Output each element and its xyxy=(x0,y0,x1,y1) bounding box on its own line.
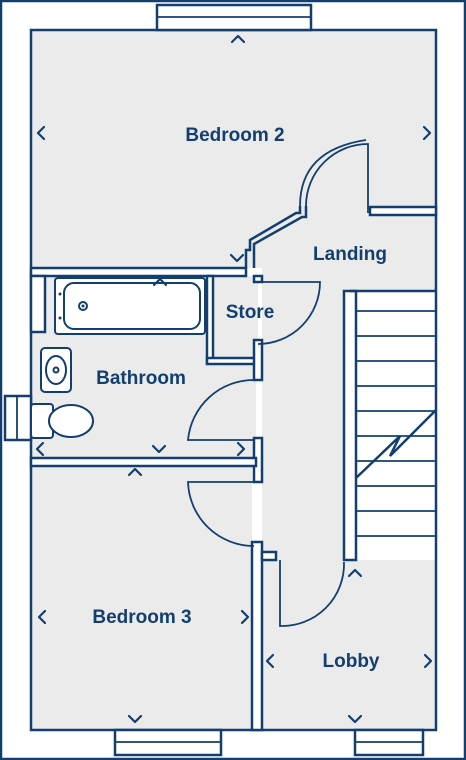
label-store: Store xyxy=(226,302,275,323)
chevron-up-icon xyxy=(347,568,363,578)
basin xyxy=(40,347,72,393)
floor-lobby xyxy=(262,560,436,730)
label-bedroom-2: Bedroom 2 xyxy=(185,125,284,146)
floor-bedroom-3 xyxy=(31,466,252,730)
window-bathroom xyxy=(3,394,33,442)
chevron-down-icon xyxy=(151,444,167,454)
chevron-down-icon xyxy=(347,714,363,724)
chevron-left-icon xyxy=(36,125,46,141)
chevron-right-icon xyxy=(422,125,432,141)
chevron-left-icon xyxy=(35,441,45,457)
windows xyxy=(3,3,425,757)
chevron-down-icon xyxy=(229,253,245,263)
toilet xyxy=(30,403,94,439)
chevron-left-icon xyxy=(37,609,47,625)
chevron-right-icon xyxy=(240,609,250,625)
label-bedroom-3: Bedroom 3 xyxy=(92,607,191,628)
chevron-up-icon xyxy=(152,277,168,287)
label-landing: Landing xyxy=(313,244,387,265)
chevron-right-icon xyxy=(236,441,246,457)
doors xyxy=(187,139,369,627)
internal-walls xyxy=(29,205,438,732)
staircase xyxy=(355,310,437,537)
chevron-down-icon xyxy=(127,714,143,724)
chevron-right-icon xyxy=(423,653,433,669)
bath xyxy=(54,277,206,335)
label-lobby: Lobby xyxy=(323,651,380,672)
floor-stairs xyxy=(356,291,436,560)
chevron-left-icon xyxy=(265,653,275,669)
label-bathroom: Bathroom xyxy=(96,368,186,389)
chevron-up-icon xyxy=(230,34,246,44)
chevron-up-icon xyxy=(127,467,143,477)
dimension-markers xyxy=(35,34,433,724)
